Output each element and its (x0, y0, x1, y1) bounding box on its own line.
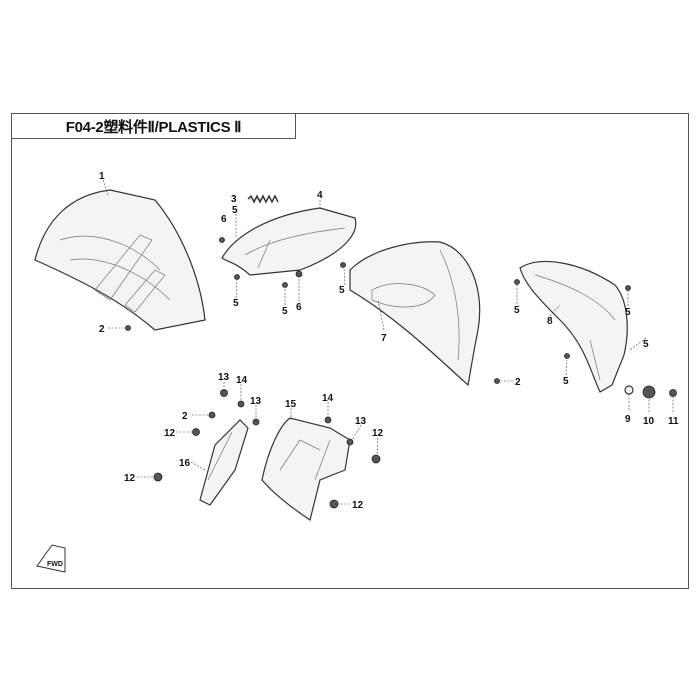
part-7-front-right-panel (349, 241, 481, 387)
callout-10: 10 (643, 416, 655, 427)
callout-5: 5 (232, 205, 238, 216)
callout-9: 9 (625, 414, 631, 425)
callout-16: 16 (179, 458, 191, 469)
diagram-frame (11, 113, 689, 589)
part-1-front-left-panel (34, 189, 206, 331)
callout-13: 13 (355, 416, 367, 427)
callout-12: 12 (124, 473, 136, 484)
callout-5: 5 (643, 339, 649, 350)
callout-labels: 1 2 3 4 6 5 5 5 6 5 7 2 5 8 5 5 5 9 10 1… (99, 171, 679, 511)
leader-lines (102, 179, 674, 505)
callout-2: 2 (182, 411, 188, 422)
callout-7: 7 (381, 333, 387, 344)
callout-14: 14 (236, 375, 248, 386)
callout-2: 2 (515, 377, 521, 388)
callout-6: 6 (296, 302, 302, 313)
callout-14: 14 (322, 393, 334, 404)
callout-15: 15 (285, 399, 297, 410)
parts-9-10-11-fasteners (624, 385, 677, 399)
callout-6: 6 (221, 214, 227, 225)
callout-2: 2 (99, 324, 105, 335)
callout-5: 5 (233, 298, 239, 309)
part-16-bracket (199, 419, 249, 506)
callout-1: 1 (99, 171, 105, 182)
callout-5: 5 (339, 285, 345, 296)
diagram-title: F04-2塑料件Ⅱ/PLASTICS Ⅱ (11, 113, 296, 139)
callout-5: 5 (563, 376, 569, 387)
callout-13: 13 (250, 396, 262, 407)
callout-12: 12 (352, 500, 364, 511)
callout-3: 3 (231, 194, 237, 205)
callout-11: 11 (668, 416, 679, 427)
callout-4: 4 (317, 190, 323, 201)
part-4-upper-panel (221, 207, 357, 276)
part-3-spring (247, 194, 279, 204)
callout-5: 5 (514, 305, 520, 316)
callout-5: 5 (625, 307, 631, 318)
callout-8: 8 (547, 316, 553, 327)
callout-12: 12 (372, 428, 384, 439)
part-8-side-panel (519, 260, 628, 393)
callout-13: 13 (218, 372, 230, 383)
callout-12: 12 (164, 428, 176, 439)
forward-direction-icon: FWD (36, 544, 66, 573)
svg-text:FWD: FWD (47, 561, 63, 568)
callout-5: 5 (282, 306, 288, 317)
